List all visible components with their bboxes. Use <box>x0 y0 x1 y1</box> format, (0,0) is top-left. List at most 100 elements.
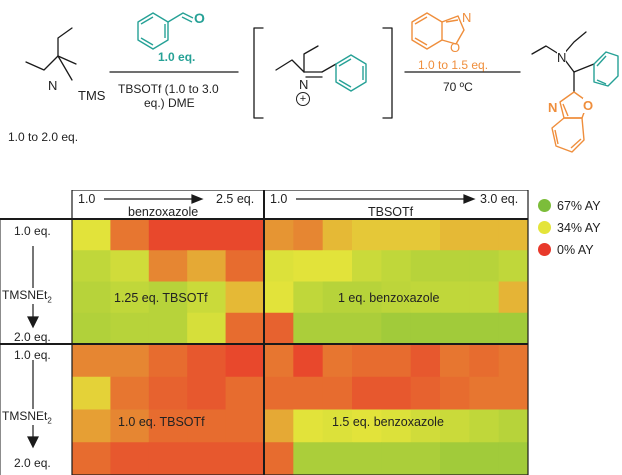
panel-label-top-right: 1 eq. benzoxazole <box>338 291 440 305</box>
heatmap-cell-top_right-r3-c8 <box>498 312 529 345</box>
amine-start-bottom: 1.0 eq. <box>14 348 51 362</box>
iminium-nitrogen: N <box>299 77 309 92</box>
heatmap-cell-bottom_left-r0-c0 <box>72 344 111 378</box>
heatmap-cell-top_left-r2-c3 <box>187 281 227 314</box>
heatmap-cell-bottom_right-r2-c1 <box>293 409 324 443</box>
heatmap-cell-bottom_left-r0-c1 <box>110 344 150 378</box>
heatmap-cell-top_left-r3-c0 <box>72 312 111 345</box>
heatmap-cell-bottom_left-r1-c1 <box>110 376 150 410</box>
amine-arrowhead-top <box>27 316 39 329</box>
aldehyde-oxygen: O <box>194 10 205 26</box>
heatmap-cell-bottom_right-r0-c2 <box>322 344 353 378</box>
heatmap-cell-top_right-r2-c8 <box>498 281 529 314</box>
heatmap-cell-bottom_left-r3-c2 <box>148 442 188 475</box>
heatmap-cell-top_left-r0-c4 <box>225 219 265 251</box>
tbsotf-arrowhead <box>463 194 476 204</box>
heatmap-cell-bottom_right-r2-c4 <box>381 409 412 443</box>
heatmap-cell-bottom_right-r2-c2 <box>322 409 353 443</box>
heatmap-cell-top_right-r2-c3 <box>352 281 382 314</box>
heatmap-cell-top_left-r0-c3 <box>187 219 227 251</box>
heatmap-cell-top_left-r1-c1 <box>110 250 150 282</box>
heatmap-cell-bottom_left-r0-c2 <box>148 344 188 378</box>
heatmap-cell-top_right-r2-c4 <box>381 281 412 314</box>
heatmap-cell-bottom_right-r1-c2 <box>322 376 353 410</box>
amine-n-label: N <box>48 78 58 93</box>
heatmap-cell-top_right-r2-c7 <box>469 281 500 314</box>
heatmap-cell-bottom_right-r0-c4 <box>381 344 412 378</box>
panel-label-bottom-left: 1.0 eq. TBSOTf <box>118 415 205 429</box>
aldehyde-equivalents: 1.0 eq. <box>158 50 196 64</box>
heatmap-cell-top_right-r3-c3 <box>352 312 382 345</box>
heatmap-cell-bottom_right-r1-c7 <box>469 376 500 410</box>
legend-item-low: 0% AY <box>538 243 594 257</box>
heatmap-cell-bottom_right-r3-c2 <box>322 442 353 475</box>
amine-end-top: 2.0 eq. <box>14 330 51 344</box>
heatmap-cell-top_left-r2-c4 <box>225 281 265 314</box>
tbsotf-axis-title: TBSOTf <box>368 205 414 219</box>
heatmap-cell-bottom_right-r3-c4 <box>381 442 412 475</box>
heatmap-cell-top_left-r1-c2 <box>148 250 188 282</box>
tbsotf-axis-start: 1.0 <box>270 192 288 206</box>
heatmap-cell-top_right-r0-c5 <box>410 219 441 251</box>
heatmap-cell-bottom_right-r0-c6 <box>440 344 470 378</box>
heatmap-cell-top_left-r3-c3 <box>187 312 227 345</box>
heatmap-cell-bottom_left-r1-c0 <box>72 376 111 410</box>
heatmap-cell-bottom_right-r2-c0 <box>264 409 294 443</box>
heatmap-cell-top_right-r2-c0 <box>264 281 294 314</box>
step1-conditions-line1: TBSOTf (1.0 to 3.0 <box>118 82 219 96</box>
heatmap-cell-bottom_left-r2-c0 <box>72 409 111 443</box>
heatmap-cell-top_right-r0-c3 <box>352 219 382 251</box>
legend-item-mid: 34% AY <box>538 221 601 235</box>
product-benzoxazole-nitrogen: N <box>548 100 558 115</box>
heatmap-cell-bottom_right-r2-c5 <box>410 409 441 443</box>
heatmap-cell-top_left-r1-c0 <box>72 250 111 282</box>
iminium-positive-charge: + <box>296 92 310 106</box>
legend-mid-swatch <box>538 221 551 234</box>
heatmap-cell-top_right-r1-c4 <box>381 250 412 282</box>
grid-outer-frame <box>71 190 529 475</box>
heatmap-cell-bottom_right-r3-c8 <box>498 442 529 475</box>
heatmap-cell-top_right-r0-c4 <box>381 219 412 251</box>
heatmap-cell-bottom_right-r0-c7 <box>469 344 500 378</box>
heatmap-cells <box>72 219 529 475</box>
benzoxazole-oxygen: O <box>450 40 461 55</box>
amine-end-bottom: 2.0 eq. <box>14 456 51 470</box>
heatmap-cell-top_left-r2-c1 <box>110 281 150 314</box>
heatmap-cell-top_right-r3-c4 <box>381 312 412 345</box>
heatmap-cell-top_right-r3-c5 <box>410 312 441 345</box>
amine-tms-label: TMS <box>78 88 106 103</box>
heatmap-cell-top_left-r1-c4 <box>225 250 265 282</box>
heatmap-cell-bottom_right-r1-c6 <box>440 376 470 410</box>
heatmap-cell-bottom_right-r0-c1 <box>293 344 324 378</box>
product-nitrogen: N <box>557 50 567 65</box>
heatmap-cell-bottom_left-r1-c4 <box>225 376 265 410</box>
heatmap-cell-top_right-r1-c2 <box>322 250 353 282</box>
heatmap-cell-top_right-r1-c5 <box>410 250 441 282</box>
heatmap-cell-top_right-r3-c6 <box>440 312 470 345</box>
heatmap-cell-bottom_right-r1-c4 <box>381 376 412 410</box>
heatmap-cell-bottom_right-r3-c5 <box>410 442 441 475</box>
heatmap-cell-bottom_right-r3-c6 <box>440 442 470 475</box>
heatmap-cell-bottom_right-r1-c1 <box>293 376 324 410</box>
heatmap-cell-top_right-r2-c5 <box>410 281 441 314</box>
heatmap-cell-bottom_right-r0-c5 <box>410 344 441 378</box>
heatmap-cell-bottom_left-r3-c3 <box>187 442 227 475</box>
heatmap-cell-bottom_right-r3-c1 <box>293 442 324 475</box>
benzoxazole-equivalents: 1.0 to 1.5 eq. <box>418 58 489 72</box>
heatmap-cell-bottom_right-r2-c7 <box>469 409 500 443</box>
heatmap-cell-top_right-r0-c1 <box>293 219 324 251</box>
benzoxazole-axis-end: 2.5 eq. <box>216 192 255 206</box>
heatmap-cell-top_left-r2-c2 <box>148 281 188 314</box>
heatmap-cell-top_right-r0-c8 <box>498 219 529 251</box>
amine-arrowhead-bottom <box>27 436 39 449</box>
legend-high-swatch <box>538 199 551 212</box>
heatmap-cell-top_left-r0-c1 <box>110 219 150 251</box>
heatmap-cell-top_right-r1-c8 <box>498 250 529 282</box>
heatmap-cell-bottom_left-r1-c2 <box>148 376 188 410</box>
heatmap-cell-bottom_right-r2-c8 <box>498 409 529 443</box>
heatmap-cell-bottom_left-r2-c2 <box>148 409 188 443</box>
benzoxazole-arrowhead <box>191 194 204 204</box>
heatmap-cell-top_right-r0-c0 <box>264 219 294 251</box>
heatmap-cell-bottom_left-r3-c1 <box>110 442 150 475</box>
legend-low-swatch <box>538 243 551 256</box>
